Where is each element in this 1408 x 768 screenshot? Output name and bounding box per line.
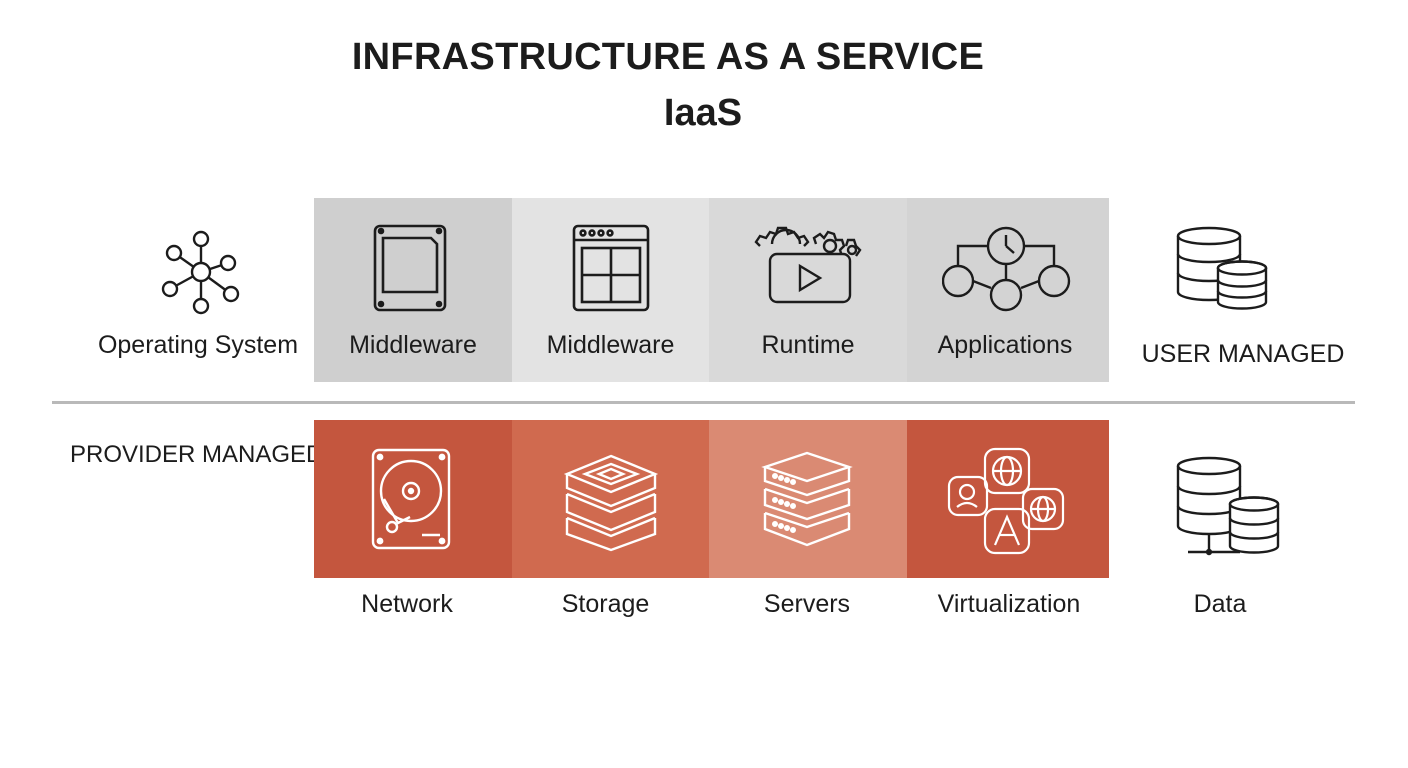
database-server-icon xyxy=(1174,454,1282,560)
app-window-grid-icon xyxy=(570,222,652,314)
data-label: Data xyxy=(1193,590,1247,618)
hard-drive-outline-icon xyxy=(371,222,449,314)
storage-label: Storage xyxy=(561,590,650,618)
gears-video-icon xyxy=(750,216,864,306)
database-stack-icon xyxy=(1174,224,1270,310)
network-label: Network xyxy=(361,590,453,618)
diagram-title: INFRASTRUCTURE AS A SERVICE xyxy=(351,36,985,78)
user-cell-middleware-1 xyxy=(314,198,512,382)
hard-disk-icon xyxy=(370,447,452,551)
servers-label: Servers xyxy=(763,590,851,618)
user-managed-label: USER MANAGED xyxy=(1141,340,1345,368)
network-nodes-icon xyxy=(156,228,246,320)
provider-managed-label: PROVIDER MANAGED xyxy=(70,441,324,468)
provider-cell-virtualization xyxy=(907,420,1109,578)
diagram-subtitle: IaaS xyxy=(663,92,743,134)
operating-system-label: Operating System xyxy=(97,331,299,359)
middleware-label-2: Middleware xyxy=(546,331,675,359)
applications-label: Applications xyxy=(937,331,1073,359)
runtime-label: Runtime xyxy=(761,331,855,359)
divider-line xyxy=(52,401,1355,404)
middleware-label-1: Middleware xyxy=(349,331,477,359)
clock-workflow-icon xyxy=(942,224,1072,316)
virtualization-label: Virtualization xyxy=(937,590,1081,618)
provider-cell-storage xyxy=(512,420,709,578)
storage-layers-icon xyxy=(563,452,659,552)
server-rack-icon xyxy=(761,449,853,551)
provider-cell-servers xyxy=(709,420,907,578)
apps-globe-icon xyxy=(945,445,1069,557)
